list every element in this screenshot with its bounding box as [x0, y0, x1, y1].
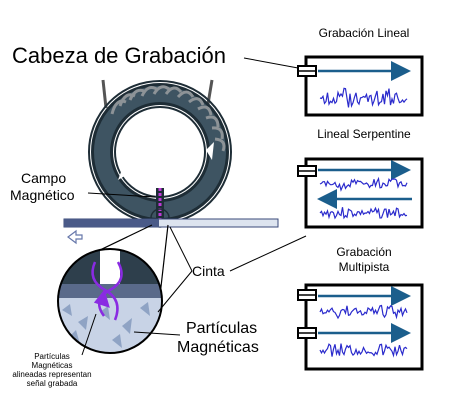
zoom-circle-outline: [57, 248, 163, 354]
tape-label: Cinta: [192, 263, 225, 279]
tape: [63, 218, 279, 245]
zoom-tape-base: [58, 298, 162, 353]
panel-multitrack-frame: [304, 283, 424, 371]
panel-linear-frame: [304, 55, 424, 117]
aligned-note-leader: [81, 313, 97, 356]
particles-label-line2: Magnéticas: [177, 339, 259, 356]
tape-direction-icon: [67, 229, 83, 245]
panel-multitrack-signal-2: [319, 343, 408, 358]
aligned-note-line4: señal grabada: [27, 379, 78, 388]
support-rod-left: [101, 79, 108, 109]
panel-linear-title: Grabación Lineal: [319, 26, 410, 40]
flux-arrows: [118, 142, 214, 180]
aligned-note-line3: alineadas representan: [12, 370, 91, 379]
zoom-field-lines: [91, 261, 123, 321]
field-label-leader: [87, 192, 156, 198]
panel-multitrack-title-line1: Grabación: [336, 245, 391, 259]
head-title-leader: [243, 57, 299, 69]
field-label-line2: Magnético: [10, 187, 75, 203]
panel-serpentine-title: Lineal Serpentine: [317, 127, 411, 141]
coil-windings: [110, 85, 226, 152]
recording-head: [88, 79, 232, 228]
aligned-particles-note: Partículas Magnéticas alineadas represen…: [12, 313, 97, 388]
head-title: Cabeza de Grabación: [12, 43, 226, 68]
panel-multitrack-title-line2: Multipista: [339, 260, 390, 274]
particles-label-leader: [133, 331, 181, 336]
tape-label-leaders: [157, 226, 307, 313]
zoom-detail: [57, 248, 163, 354]
panel-serpentine: Lineal Serpentine: [297, 127, 424, 229]
panel-multitrack: Grabación Multipista: [297, 245, 424, 371]
aligned-note-line2: Magnéticas: [32, 361, 73, 370]
panel-multitrack-signal-1: [319, 304, 408, 320]
aligned-note-line1: Partículas: [34, 352, 70, 361]
flux-arrow-left-icon: [118, 164, 128, 180]
panel-serpentine-signal-1: [319, 176, 408, 192]
head-ring-hole: [114, 106, 206, 198]
zoom-gap: [100, 249, 120, 284]
field-label-line1: Campo: [21, 170, 66, 186]
particles-label-line1: Partículas: [186, 320, 257, 337]
panel-linear: Grabación Lineal: [297, 26, 424, 117]
tape-recorded-segment: [64, 219, 159, 227]
panel-serpentine-signal-2: [319, 206, 408, 220]
flux-arrow-right-icon: [206, 142, 214, 160]
panel-linear-signal: [319, 87, 408, 108]
